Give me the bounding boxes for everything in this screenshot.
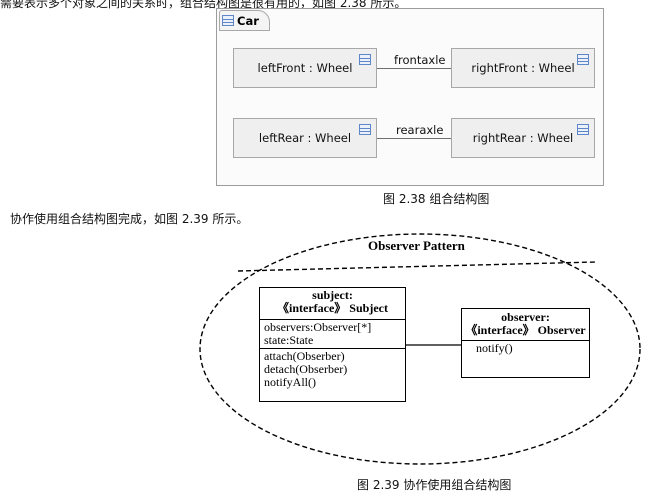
car-structure-tab: Car: [219, 10, 270, 31]
subject-header: subject: 《interface》 Subject: [260, 288, 405, 315]
class-icon: [359, 54, 371, 65]
subject-role: subject:: [312, 288, 353, 302]
subject-class-box: subject: 《interface》 Subject observers:O…: [259, 287, 406, 402]
observer-role: observer:: [501, 310, 550, 324]
observer-header: observer: 《interface》 Observer: [462, 309, 589, 337]
subject-attributes: observers:Observer[*] state:State: [260, 319, 405, 348]
part-left-rear: leftRear : Wheel: [233, 118, 377, 158]
observer-operations: notify(): [462, 340, 589, 356]
observer-operation: notify(): [476, 341, 513, 355]
subject-attribute: observers:Observer[*]: [264, 320, 372, 334]
subject-operation: notifyAll(): [264, 375, 316, 389]
class-icon: [577, 54, 589, 65]
collaboration-ellipse: [199, 233, 641, 465]
part-right-rear: rightRear : Wheel: [451, 118, 595, 158]
figure-238-caption: 图 2.38 组合结构图: [383, 192, 490, 206]
subject-operation: attach(Obserber): [264, 349, 345, 363]
collaboration-divider: [237, 261, 597, 272]
figure-239-caption: 图 2.39 协作使用组合结构图: [357, 478, 512, 492]
body-text: 协作使用组合结构图完成，如图 2.39 所示。: [10, 212, 249, 226]
subject-attribute: state:State: [264, 333, 314, 347]
structure-name: Car: [237, 13, 259, 28]
class-icon: [359, 124, 371, 135]
part-right-front: rightFront : Wheel: [451, 48, 595, 88]
observer-class-box: observer: 《interface》 Observer notify(): [461, 308, 590, 378]
part-left-front-label: leftFront : Wheel: [257, 61, 353, 75]
subject-type: 《interface》 Subject: [277, 301, 388, 315]
part-right-rear-label: rightRear : Wheel: [472, 131, 574, 145]
subject-operations: attach(Obserber) detach(Obserber) notify…: [260, 348, 405, 390]
observer-type: 《interface》 Observer: [465, 323, 586, 337]
connector-rearaxle-label: rearaxle: [396, 123, 444, 137]
part-left-front: leftFront : Wheel: [233, 48, 377, 88]
connector-rearaxle: [377, 138, 451, 139]
part-left-rear-label: leftRear : Wheel: [258, 131, 352, 145]
class-icon: [222, 15, 234, 26]
class-icon: [577, 124, 589, 135]
intro-text: 需要表示多个对象之间的关系时，组合结构图是很有用的，如图 2.38 所示。: [0, 0, 407, 10]
subject-operation: detach(Obserber): [264, 362, 348, 376]
connector-frontaxle-label: frontaxle: [394, 53, 446, 67]
collaboration-name: Observer Pattern: [368, 238, 465, 253]
part-right-front-label: rightFront : Wheel: [471, 61, 575, 75]
connector-frontaxle: [377, 68, 451, 69]
